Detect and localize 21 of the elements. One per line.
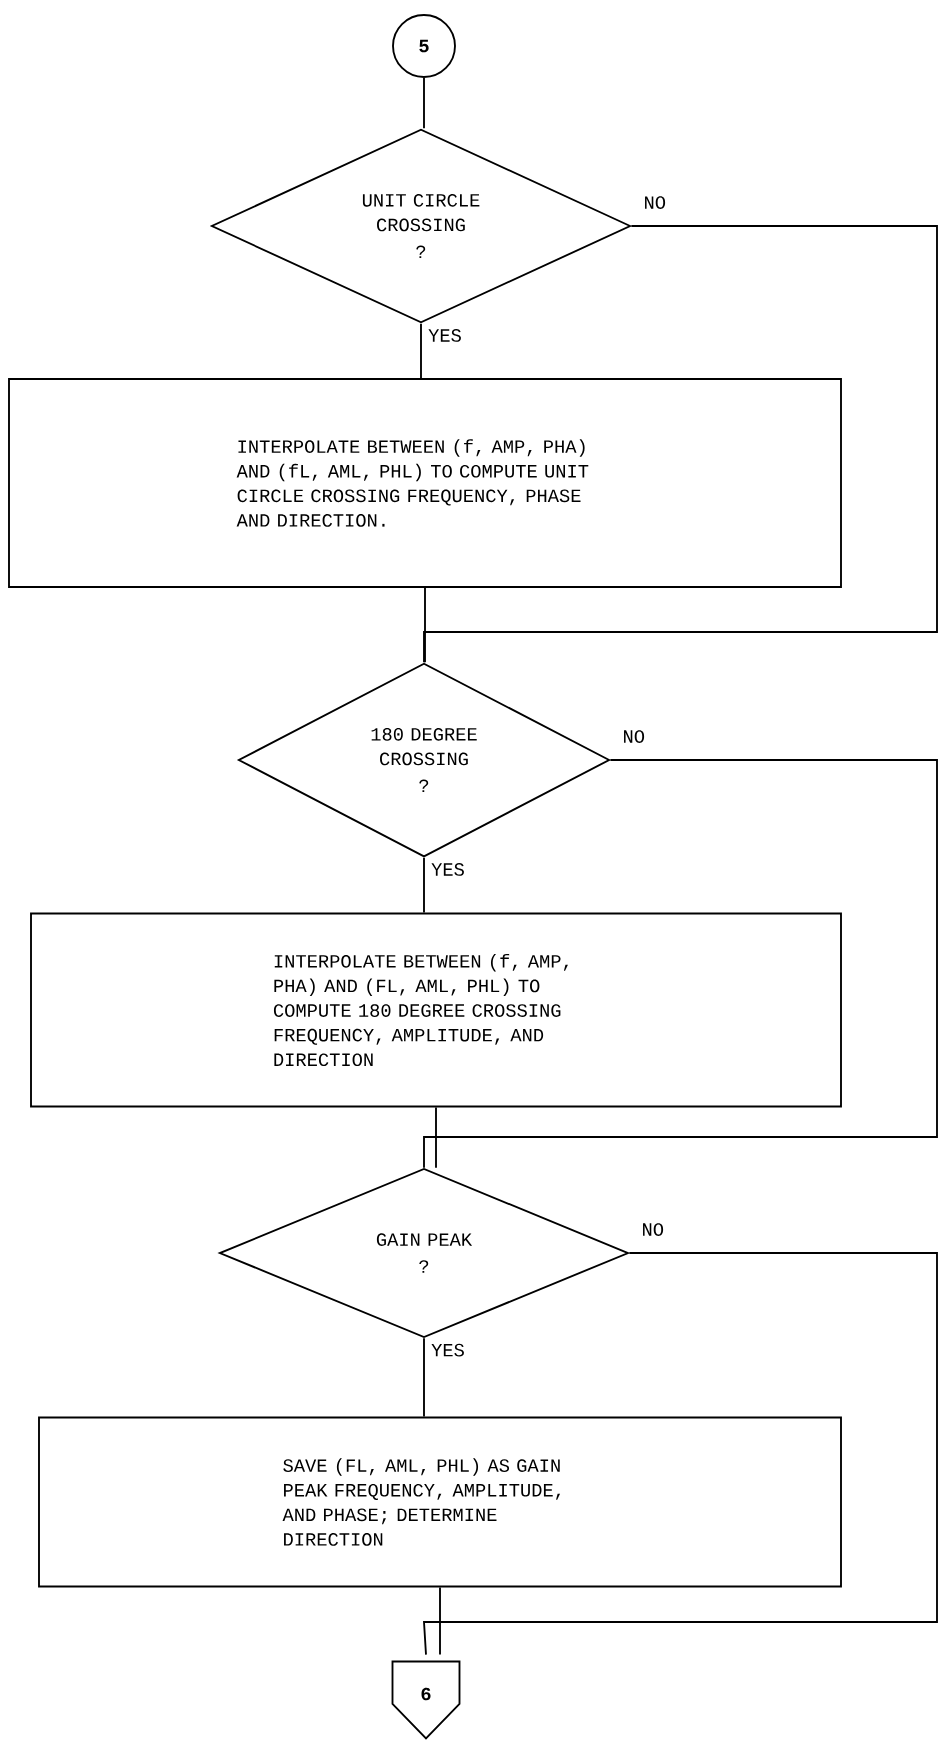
edge-label: NO — [624, 730, 645, 743]
start-connector: 5 — [392, 14, 456, 78]
connector-line — [423, 225, 938, 664]
connector-line — [423, 1252, 938, 1656]
offpage-connector: 6 — [391, 1660, 461, 1740]
connector-line — [423, 77, 425, 130]
connector-line — [420, 322, 422, 379]
edge-label: NO — [643, 1223, 664, 1236]
edge-label: NO — [645, 196, 666, 209]
process-box: INTERPOLATE BETWEEN (f, AMP, PHA) AND (FL, AML, PHL) TO COMPUTE 180 DEGREE CROSSING FREQUENCY, AMPLITUDE, AND DIRECTION — [30, 912, 842, 1108]
process-box: INTERPOLATE BETWEEN (f, AMP, PHA) AND (fL, AML, PHL) TO COMPUTE UNIT CIRCLE CROSSING FREQUENCY, PHASE AND DIRECTION. — [8, 378, 842, 588]
connector-line — [439, 1586, 441, 1656]
connector-line — [424, 587, 426, 664]
connector-line — [423, 759, 938, 1169]
connector-line — [423, 1337, 425, 1418]
connector-line — [423, 856, 425, 914]
edge-label: YES — [431, 1343, 464, 1357]
edge-label: YES — [431, 863, 464, 876]
edge-label: YES — [428, 329, 461, 342]
process-box: SAVE (FL, AML, PHL) AS GAIN PEAK FREQUENCY, AMPLITUDE, AND PHASE; DETERMINE DIRECTION — [38, 1416, 842, 1588]
connector-line — [435, 1106, 437, 1169]
